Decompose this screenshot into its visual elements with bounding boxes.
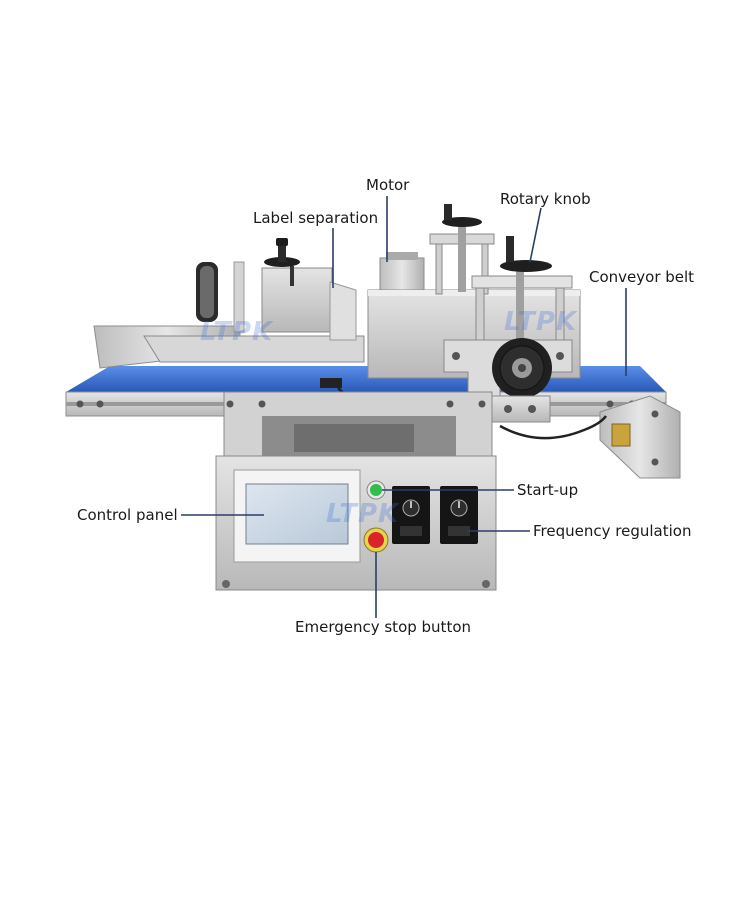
speed-controller-left: [392, 486, 430, 544]
watermark-text-3: LTPK: [326, 499, 400, 529]
watermark-text-1: LTPK: [200, 317, 274, 347]
label-frequency-regulation: Frequency regulation: [533, 522, 692, 540]
callout-lines: [181, 196, 627, 618]
label-rotary-knob: Rotary knob: [500, 190, 591, 208]
label-head: [196, 238, 357, 341]
label-emergency-stop-button: Emergency stop button: [295, 618, 472, 636]
touchscreen: [233, 469, 361, 563]
rotary-knob-right: [471, 236, 573, 365]
label-motor: Motor: [366, 176, 410, 194]
guide-rail: [93, 325, 365, 369]
brand-watermark: LTPK LTPK LTPK: [200, 307, 578, 529]
rotary-knob-left: [429, 204, 495, 295]
callout-line-rotary-knob: [529, 207, 542, 263]
emergency-stop-button: [363, 527, 389, 553]
labeling-roller: [443, 338, 573, 423]
speed-controller-right: [440, 486, 478, 544]
conveyor-end-bracket: [599, 395, 681, 479]
label-start-up: Start-up: [517, 481, 579, 499]
label-label-separation: Label separation: [253, 209, 379, 227]
start-button: [366, 480, 386, 500]
label-conveyor-belt: Conveyor belt: [589, 268, 695, 286]
label-control-panel: Control panel: [77, 506, 178, 524]
watermark-text-2: LTPK: [504, 307, 578, 337]
